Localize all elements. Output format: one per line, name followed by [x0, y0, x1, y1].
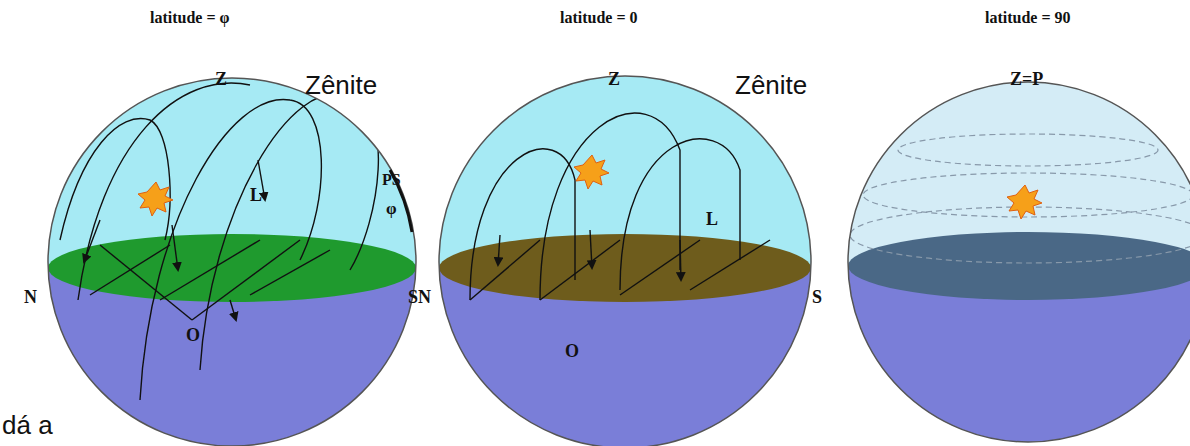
angle-label: φ: [386, 200, 397, 217]
fragment-text: dá a: [2, 412, 53, 438]
point-label: Z: [215, 70, 227, 88]
point-label: Z: [608, 70, 620, 88]
point-label: L: [250, 186, 262, 204]
point-label: O: [186, 326, 200, 344]
point-label: L: [706, 210, 718, 228]
point-label: N: [24, 288, 37, 306]
point-label: O: [565, 342, 579, 360]
sphere-latitude-phi: [40, 70, 430, 446]
point-label: Z=P: [1010, 70, 1043, 88]
sphere-latitude-90: [840, 70, 1190, 446]
sun: [138, 155, 1042, 219]
title: latitude = φ: [150, 10, 230, 26]
point-label: N: [418, 288, 431, 306]
title: latitude = 90: [985, 10, 1071, 26]
point-label: PS: [382, 172, 401, 188]
zenith-label: Zênite: [735, 72, 807, 98]
zenith-label: Zênite: [305, 72, 377, 98]
point-label: S: [812, 288, 822, 306]
point-label: S: [408, 288, 418, 306]
title: latitude = 0: [560, 10, 638, 26]
sphere-latitude-0: [430, 70, 830, 446]
